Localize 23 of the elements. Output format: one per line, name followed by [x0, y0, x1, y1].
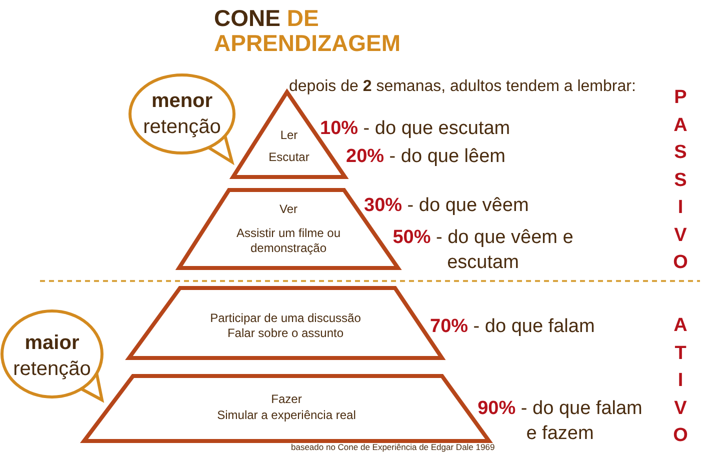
retention-text: 20% - do que lêem	[346, 146, 506, 168]
vertical-label: PASSIVO	[673, 86, 688, 275]
tier-label: Ler	[279, 128, 299, 143]
tier-label: Assistir um filme ou demonstração	[235, 226, 342, 256]
retention-text: 10% - do que escutam	[320, 118, 510, 140]
tier-label: Participar de uma discussão	[209, 311, 362, 326]
title: CONE DE APRENDIZAGEM	[214, 6, 402, 56]
bubble-text: retenção	[12, 357, 92, 381]
retention-text: 30% - do que vêem	[364, 195, 529, 217]
tier-label: Fazer	[270, 392, 303, 407]
header-text: depois de 2 semanas, adultos tendem a lembrar:	[289, 78, 636, 96]
vertical-label: ATIVO	[673, 314, 688, 448]
source-note: baseado no Cone de Experiência de Edgar Dale 1969	[291, 442, 495, 452]
retention-text: 50% - do que vêem e escutam	[392, 226, 574, 275]
bubble-text: menor	[150, 89, 214, 113]
retention-text: 70% - do que falam	[430, 316, 595, 338]
bubble-text: maior	[24, 331, 80, 355]
tier-label: Escutar	[268, 150, 310, 165]
retention-text: 90% - do que falam e fazem	[476, 397, 644, 444]
tier-label: Simular a experiência real	[216, 408, 357, 423]
tier-label: Ver	[278, 202, 298, 217]
bubble-text: retenção	[142, 115, 222, 139]
tier-label: Falar sobre o assunto	[226, 326, 345, 341]
